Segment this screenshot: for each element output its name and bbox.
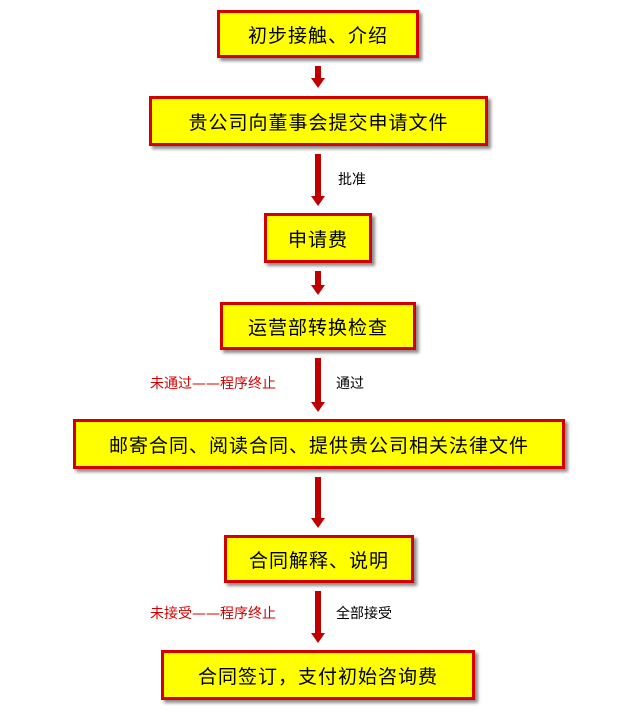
step-submit-application: 贵公司向董事会提交申请文件 — [149, 96, 488, 146]
arrow-down-icon — [311, 271, 325, 295]
arrow-down-icon — [311, 477, 325, 528]
not-accept-terminate-label: 未接受——程序终止 — [150, 606, 276, 622]
pass-label: 通过 — [336, 376, 364, 392]
approve-label: 批准 — [338, 172, 366, 188]
arrow-down-icon — [311, 591, 325, 643]
step-application-fee: 申请费 — [264, 213, 372, 263]
step-operations-check: 运营部转换检查 — [220, 302, 416, 350]
step-label: 合同解释、说明 — [248, 549, 389, 572]
step-initial-contact: 初步接触、介绍 — [217, 10, 419, 58]
step-label: 贵公司向董事会提交申请文件 — [188, 111, 449, 134]
step-mail-contract: 邮寄合同、阅读合同、提供贵公司相关法律文件 — [73, 419, 565, 469]
step-label: 运营部转换检查 — [247, 316, 388, 339]
step-label: 合同签订，支付初始咨询费 — [197, 665, 438, 688]
arrow-down-icon — [311, 66, 325, 88]
step-contract-explanation: 合同解释、说明 — [224, 535, 414, 583]
accept-all-label: 全部接受 — [336, 606, 392, 622]
step-label: 申请费 — [287, 228, 348, 251]
fail-terminate-label: 未通过——程序终止 — [150, 376, 276, 392]
arrow-down-icon — [311, 358, 325, 412]
step-contract-signing: 合同签订，支付初始咨询费 — [161, 650, 475, 700]
arrow-down-icon — [311, 154, 325, 206]
step-label: 邮寄合同、阅读合同、提供贵公司相关法律文件 — [108, 434, 529, 457]
step-label: 初步接触、介绍 — [247, 24, 388, 47]
